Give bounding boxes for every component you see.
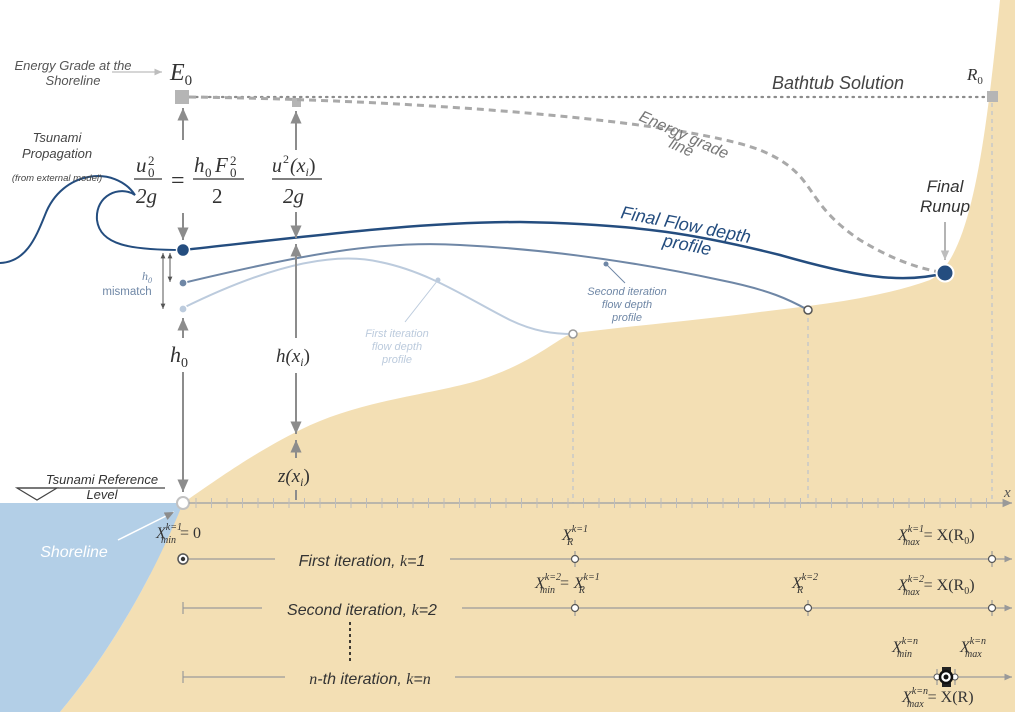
tsunami-ref-line1: Tsunami Reference — [46, 472, 158, 487]
second-iteration-profile — [182, 243, 809, 311]
iter2-label: Second iteration, k=2 — [287, 602, 437, 619]
eq-u0: u 2 0 2g — [136, 153, 157, 208]
tsunami-prop-line3: (from external model) — [12, 173, 102, 184]
iter1-xmax-dot — [987, 554, 997, 564]
iter1-xr-dot — [570, 554, 580, 564]
r0-marker — [987, 91, 998, 102]
svg-text:u: u — [272, 155, 282, 177]
eq-uxi: u 2 (xi) 2g — [272, 152, 316, 208]
svg-text:mismatch: mismatch — [102, 286, 151, 298]
iter2-xmax-dot — [987, 603, 997, 613]
second-iter-label2: flow depth — [602, 299, 652, 311]
energy-grade-shoreline-line1: Energy Grade at the — [14, 58, 131, 73]
iter2-label-bg — [262, 594, 462, 622]
svg-text:u: u — [136, 153, 147, 177]
svg-text:2: 2 — [212, 184, 223, 208]
x-axis — [189, 498, 1012, 508]
first-iter-label1: First iteration — [365, 328, 429, 340]
r0-label: R0 — [966, 65, 983, 87]
zxi-label: z(xi) — [277, 466, 310, 489]
second-iter-label1: Second iteration — [587, 286, 667, 298]
iteration-row-2 — [182, 594, 1012, 622]
h0-second-dot — [178, 278, 188, 288]
u-xi-marker — [292, 98, 301, 107]
eq-h0F0: h 0 F 2 0 2 — [194, 153, 237, 208]
e0-marker — [175, 90, 189, 104]
svg-text:0: 0 — [148, 165, 155, 180]
reference-level-triangle — [14, 487, 60, 501]
svg-text:0: 0 — [230, 165, 237, 180]
tsunami-wave-icon — [0, 175, 184, 264]
svg-text:2: 2 — [148, 153, 155, 168]
itern-label: n-th iteration, k=n — [309, 671, 430, 688]
iter1-label: First iteration, k=1 — [299, 553, 426, 570]
xr1-runup-circle — [568, 329, 578, 339]
iter1-label-bg — [275, 545, 450, 573]
tsunami-prop-line1: Tsunami — [33, 130, 83, 145]
shoreline-origin-dot — [176, 496, 190, 510]
x-axis-label: x — [1003, 485, 1011, 501]
shoreline-pointer — [117, 511, 175, 541]
tsunami-ref-line2: Level — [86, 487, 118, 502]
h0-mismatch-label: h0 mismatch — [102, 269, 152, 298]
iteration-row-n — [182, 663, 1012, 691]
h0-first-dot — [178, 304, 188, 314]
first-iteration-profile — [182, 257, 574, 335]
svg-text:h: h — [194, 153, 205, 177]
iter2-xmin-dot — [570, 603, 580, 613]
second-iter-leader — [605, 263, 626, 284]
final-profile — [182, 220, 946, 280]
final-runup-line2: Runup — [920, 197, 970, 216]
e0-label: E0 — [169, 60, 192, 89]
iter2-xr-dot — [803, 603, 813, 613]
h0-final-dot — [175, 242, 191, 258]
first-iter-label3: profile — [381, 354, 412, 366]
h0-label: h0 — [170, 342, 188, 371]
svg-text:h0: h0 — [142, 269, 152, 285]
first-iter-leader — [404, 279, 439, 323]
svg-text:2g: 2g — [283, 184, 304, 208]
hxi-label: h(xi) — [276, 346, 310, 369]
shoreline-label: Shoreline — [40, 544, 108, 561]
itern-label-bg — [285, 663, 455, 691]
energy-grade-line-label: Energy grade line — [636, 108, 731, 163]
svg-text:F: F — [214, 153, 228, 177]
final-runup-line1: Final — [927, 177, 965, 196]
iteration-row-1 — [177, 545, 1012, 573]
final-runup-dot — [935, 263, 955, 283]
terrain-lower-fill — [60, 503, 183, 712]
svg-text:2: 2 — [230, 153, 237, 168]
tsunami-prop-line2: Propagation — [22, 146, 92, 161]
energy-grade-shoreline-line2: Shoreline — [46, 73, 101, 88]
svg-text:(xi): (xi) — [290, 155, 316, 179]
xr2-runup-circle — [803, 305, 813, 315]
final-flow-label: Final Flow depth profile — [619, 202, 752, 259]
svg-text:2: 2 — [283, 152, 289, 166]
eq-equals: = — [171, 168, 185, 194]
svg-text:2g: 2g — [136, 184, 157, 208]
svg-text:0: 0 — [205, 165, 212, 180]
water-body — [0, 503, 183, 712]
energy-grade-line — [188, 95, 946, 275]
second-iter-label3: profile — [611, 312, 642, 324]
bathtub-label: Bathtub Solution — [772, 73, 904, 93]
first-iter-label2: flow depth — [372, 341, 422, 353]
